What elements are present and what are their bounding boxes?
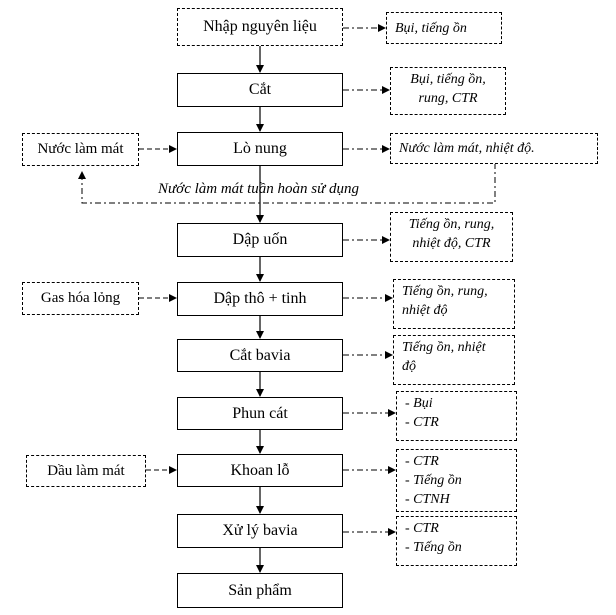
output-line: Nước làm mát, nhiệt độ.: [399, 141, 535, 156]
recirculation-loop-arrow: [78, 163, 496, 204]
output-list-item: - Bụi: [405, 396, 433, 411]
step-khoan-lo: Khoan lỗ: [177, 454, 343, 487]
output-line: Tiếng ồn, rung,: [408, 217, 495, 232]
step-dap-uon: Dập uốn: [177, 223, 343, 257]
input-dau-lam-mat: Dầu làm mát: [26, 455, 146, 487]
step-xu-ly-bavia: Xử lý bavia: [177, 514, 343, 548]
output-box-xu-ly-bavia: - CTR - Tiếng ồn: [396, 516, 517, 566]
output-list-item: - CTR: [405, 415, 439, 430]
output-list-item: - CTR: [405, 454, 439, 469]
output-line: Bụi, tiếng ồn: [395, 20, 467, 36]
step-san-pham: Sản phẩm: [177, 573, 343, 608]
output-line: độ: [402, 359, 416, 374]
output-line: Tiếng ồn, nhiệt: [402, 340, 486, 355]
recirculation-label: Nước làm mát tuần hoàn sử dụng: [158, 181, 360, 197]
output-box-phun-cat: - Bụi - CTR: [396, 391, 517, 441]
output-line: rung, CTR: [418, 91, 478, 106]
step-phun-cat: Phun cát: [177, 397, 343, 430]
output-box-cat-bavia: Tiếng ồn, nhiệt độ: [393, 335, 515, 385]
output-line: Tiếng ồn, rung,: [402, 284, 488, 299]
output-box-khoan-lo: - CTR - Tiếng ồn - CTNH: [396, 449, 517, 512]
output-box-lo-nung: Nước làm mát, nhiệt độ.: [390, 133, 598, 164]
input-gas-hoa-long: Gas hóa lỏng: [22, 282, 139, 315]
output-list-item: - CTNH: [405, 492, 450, 507]
output-box-dap-uon: Tiếng ồn, rung, nhiệt độ, CTR: [390, 212, 513, 262]
output-list-item: - Tiếng ồn: [405, 540, 462, 555]
input-nuoc-lam-mat: Nước làm mát: [22, 133, 139, 166]
output-box-nhap-nguyen-lieu: Bụi, tiếng ồn: [386, 12, 502, 44]
step-lo-nung: Lò nung: [177, 132, 343, 166]
output-list-item: - CTR: [405, 521, 439, 536]
output-box-cat: Bụi, tiếng ồn, rung, CTR: [390, 67, 506, 115]
output-line: nhiệt độ: [402, 303, 448, 318]
step-cat: Cắt: [177, 73, 343, 107]
output-box-dap-tho-tinh: Tiếng ồn, rung, nhiệt độ: [393, 279, 515, 329]
step-nhap-nguyen-lieu: Nhập nguyên liệu: [177, 8, 343, 46]
step-cat-bavia: Cắt bavia: [177, 339, 343, 372]
output-line: nhiệt độ, CTR: [412, 236, 491, 251]
output-list-item: - Tiếng ồn: [405, 473, 462, 488]
output-line: Bụi, tiếng ồn,: [410, 72, 486, 87]
step-dap-tho-tinh: Dập thô + tinh: [177, 282, 343, 316]
